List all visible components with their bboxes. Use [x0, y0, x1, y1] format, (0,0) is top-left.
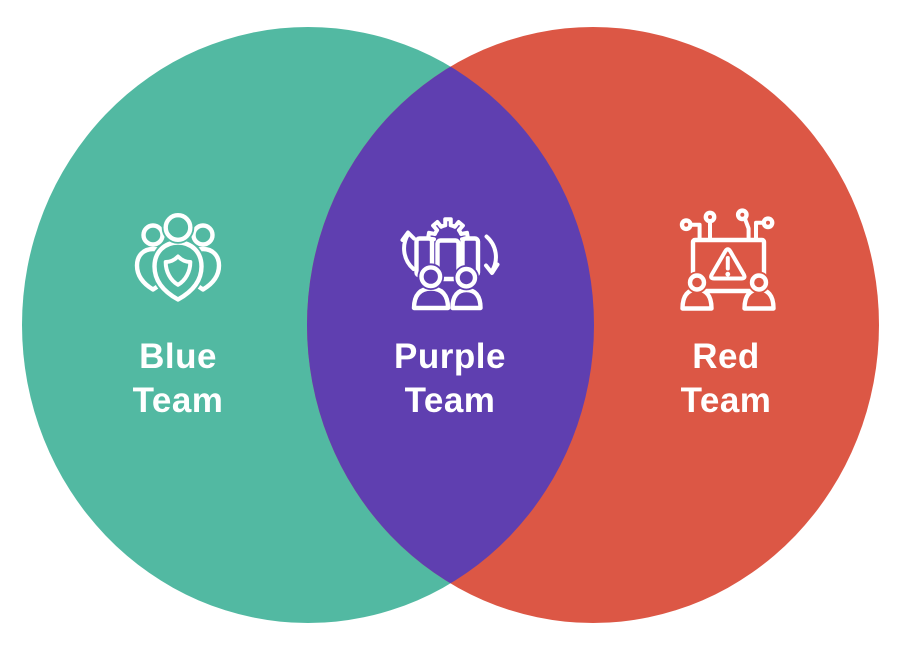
red-team-label-line1: Red: [692, 337, 760, 376]
red-team-label-line2: Team: [680, 381, 772, 420]
purple-team-group: Purple Team: [340, 211, 560, 423]
blue-team-group: Blue Team: [68, 211, 288, 423]
red-team-label: Red Team: [616, 335, 836, 423]
purple-team-label-line1: Purple: [394, 337, 506, 376]
purple-overlap-region: [307, 27, 594, 623]
blue-team-label: Blue Team: [68, 335, 288, 423]
blue-team-label-line2: Team: [132, 381, 224, 420]
purple-team-label-line2: Team: [404, 381, 496, 420]
exclamation-dot: [725, 271, 731, 277]
purple-team-label: Purple Team: [340, 335, 560, 423]
people-gear-sync-icon: [400, 217, 500, 311]
blue-team-label-line1: Blue: [139, 337, 217, 376]
red-team-group: Red Team: [616, 208, 836, 423]
alert-board-circuit-icon: [679, 208, 776, 311]
people-with-shield-icon: [134, 211, 222, 304]
